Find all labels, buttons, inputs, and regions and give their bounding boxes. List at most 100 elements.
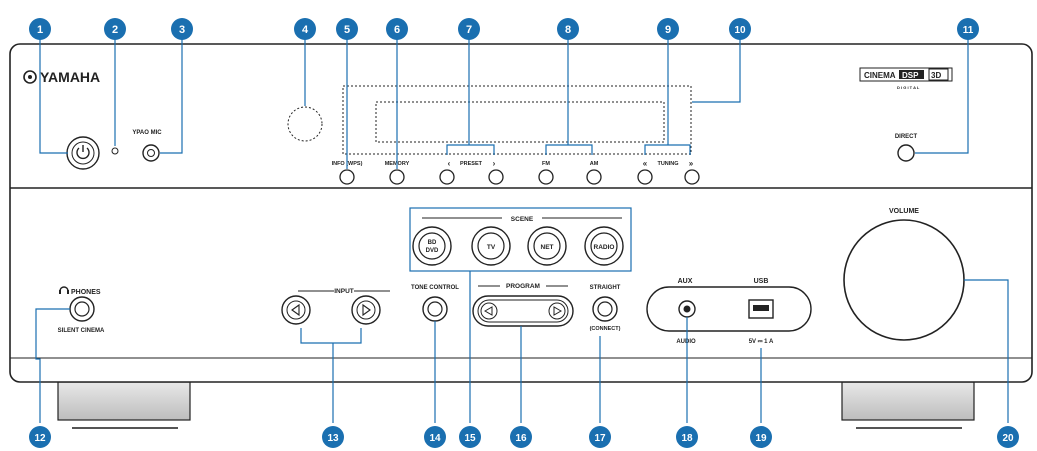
info-wps-button[interactable] [339,169,355,185]
preset-right-button[interactable] [488,169,504,185]
preset-left-label: ‹ [448,159,451,168]
callout-2: 2 [104,18,126,40]
svg-text:CINEMA: CINEMA [864,71,896,80]
program-right-button[interactable] [548,302,566,320]
fm-label: FM [542,161,550,167]
scene-net-button[interactable]: NET [527,226,567,266]
svg-text:15: 15 [464,433,476,444]
callout-12: 12 [29,426,51,448]
callout-18: 18 [676,426,698,448]
callouts: 1 2 3 4 5 6 7 8 9 10 11 12 13 14 15 16 1… [29,18,1019,448]
fm-button[interactable] [538,169,554,185]
svg-text:19: 19 [755,433,767,444]
program-left-button[interactable] [480,302,498,320]
callout-10: 10 [729,18,751,40]
callout-19: 19 [750,426,772,448]
svg-text:6: 6 [394,24,400,36]
input-label: INPUT [334,288,354,295]
straight-label: STRAIGHT [590,285,621,291]
callout-4: 4 [294,18,316,40]
tone-control-label: TONE CONTROL [411,285,459,291]
triangle-right-icon [553,306,563,316]
callout-1: 1 [29,18,51,40]
preset-left-button[interactable] [439,169,455,185]
svg-text:8: 8 [565,24,571,36]
aux-label: AUX [678,278,693,285]
callout-5: 5 [336,18,358,40]
front-display-inner [375,101,665,143]
usb-power-label: 5V ⎓ 1 A [749,339,774,345]
svg-text:NET: NET [541,244,554,251]
svg-text:TV: TV [487,244,496,251]
scene-tv-button[interactable]: TV [471,226,511,266]
svg-text:RADIO: RADIO [594,244,615,251]
callout-14: 14 [424,426,446,448]
callout-13: 13 [322,426,344,448]
tuning-left-label: « [643,159,648,168]
cinema-dsp-logo: CINEMA DSP 3D D I G I T A L [859,67,953,90]
right-foot [841,381,975,421]
callout-16: 16 [510,426,532,448]
am-button[interactable] [586,169,602,185]
direct-label: DIRECT [895,134,918,140]
connect-label: (CONNECT) [590,326,621,332]
power-button[interactable] [66,136,100,170]
svg-text:D I G I T A L: D I G I T A L [897,85,920,90]
input-right-button[interactable] [351,295,381,325]
svg-text:17: 17 [594,433,606,444]
leader-lines [35,29,1009,423]
svg-text:1: 1 [37,24,43,36]
direct-button[interactable] [897,144,915,162]
ypao-mic-label: YPAO MIC [132,130,162,136]
callout-15: 15 [459,426,481,448]
svg-text:3: 3 [179,24,185,36]
callout-3: 3 [171,18,193,40]
scene-radio-button[interactable]: RADIO [584,226,624,266]
front-display-outer [342,85,692,155]
memory-button[interactable] [389,169,405,185]
preset-label: PRESET [460,161,483,167]
power-icon [76,147,90,160]
callout-6: 6 [386,18,408,40]
tuning-left-button[interactable] [637,169,653,185]
remote-sensor [287,106,323,142]
aux-usb-panel [646,286,812,332]
callout-11: 11 [957,18,979,40]
callout-17: 17 [589,426,611,448]
svg-text:14: 14 [429,433,441,444]
program-label: PROGRAM [506,283,540,290]
preset-right-label: › [493,159,496,168]
input-left-button[interactable] [281,295,311,325]
tuning-right-button[interactable] [684,169,700,185]
scene-group-box [409,207,632,272]
svg-text:12: 12 [34,433,46,444]
left-foot [57,381,191,421]
svg-text:3D: 3D [931,71,941,80]
triangle-left-icon [483,306,493,316]
standby-indicator [111,147,119,155]
svg-text:10: 10 [734,25,746,36]
callout-8: 8 [557,18,579,40]
brand-text: YAMAHA [40,69,100,85]
svg-text:13: 13 [327,433,339,444]
volume-label: VOLUME [889,208,919,215]
svg-text:2: 2 [112,24,118,36]
volume-knob[interactable] [843,219,965,341]
tuning-label: TUNING [657,161,678,167]
svg-text:16: 16 [515,433,527,444]
svg-text:11: 11 [963,25,974,36]
am-label: AM [590,161,599,167]
svg-text:DSP: DSP [902,71,919,80]
svg-text:9: 9 [665,24,671,36]
audio-label: AUDIO [676,339,696,345]
svg-text:20: 20 [1002,433,1014,444]
yamaha-logo: YAMAHA [23,69,100,85]
triangle-right-icon [362,303,371,317]
scene-bd-dvd-button[interactable]: BD DVD [412,226,452,266]
silent-cinema-label: SILENT CINEMA [58,328,105,334]
callout-20: 20 [997,426,1019,448]
headphones-icon [59,286,69,294]
svg-text:DVD: DVD [426,248,439,254]
svg-text:BD: BD [428,240,437,246]
